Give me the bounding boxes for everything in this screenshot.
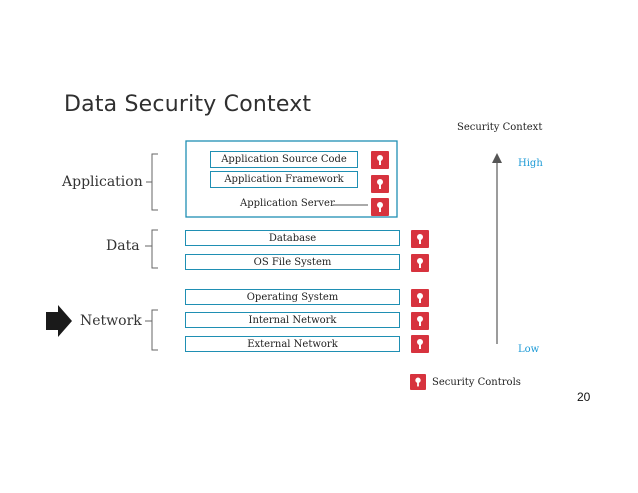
keyhole-lock-icon [371, 175, 389, 193]
security-context-low: Low [518, 344, 540, 355]
layer-label-network: Network [80, 313, 142, 329]
component-label: External Network [247, 338, 338, 350]
application-bracket [146, 153, 158, 211]
keyhole-lock-icon [371, 151, 389, 169]
component-label: Operating System [246, 291, 339, 303]
data-bracket [145, 229, 158, 269]
keyhole-lock-icon [411, 312, 429, 330]
keyhole-lock-icon [411, 230, 429, 248]
component-database: Database [185, 230, 400, 246]
component-label: Database [268, 232, 317, 244]
component-label: Application Framework [224, 174, 344, 185]
component-external-network: External Network [185, 336, 400, 352]
component-app-source-code: Application Source Code [210, 151, 358, 168]
layer-label-data: Data [106, 238, 140, 254]
component-app-server: Application Server [240, 198, 335, 209]
security-context-high: High [518, 158, 543, 169]
keyhole-lock-icon [411, 254, 429, 272]
application-group-box [185, 140, 398, 218]
component-label: Internal Network [248, 314, 337, 326]
component-label: OS File System [253, 256, 332, 268]
page-number: 20 [577, 390, 591, 404]
keyhole-lock-icon [410, 374, 426, 390]
security-context-title: Security Context [457, 122, 543, 133]
keyhole-lock-icon [371, 198, 389, 216]
keyhole-lock-icon [411, 289, 429, 307]
layer-label-application: Application [62, 174, 143, 190]
keyhole-lock-icon [411, 335, 429, 353]
security-context-arrow-head [492, 153, 502, 163]
network-bracket [145, 309, 158, 351]
right-arrow-icon [46, 305, 72, 337]
component-internal-network: Internal Network [185, 312, 400, 328]
slide-title: Data Security Context [64, 92, 312, 117]
component-operating-system: Operating System [185, 289, 400, 305]
component-label: Application Source Code [221, 154, 347, 165]
legend-security-controls: Security Controls [432, 377, 521, 388]
component-os-file-system: OS File System [185, 254, 400, 270]
component-app-framework: Application Framework [210, 171, 358, 188]
